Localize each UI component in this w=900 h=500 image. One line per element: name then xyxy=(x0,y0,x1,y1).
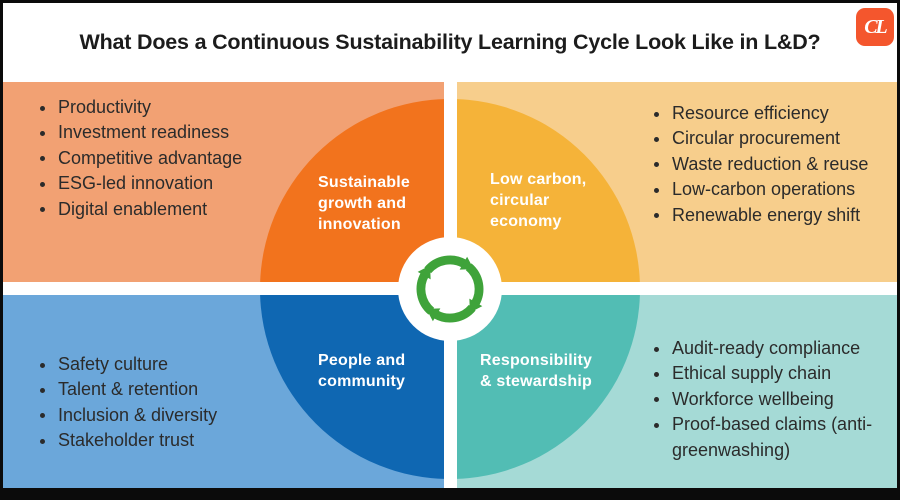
list-item: Proof-based claims (anti-greenwashing) xyxy=(654,412,884,463)
list-item: Ethical supply chain xyxy=(654,361,884,386)
brand-logo: CL xyxy=(856,8,894,46)
label-people-community: People and community xyxy=(318,350,405,392)
list-item: Competitive advantage xyxy=(40,146,242,171)
list-item: Inclusion & diversity xyxy=(40,403,217,428)
list-item: Circular procurement xyxy=(654,126,868,151)
label-line: & stewardship xyxy=(480,373,592,390)
list-item: Waste reduction & reuse xyxy=(654,152,868,177)
quadrant-responsibility xyxy=(457,295,897,488)
list-item: Investment readiness xyxy=(40,120,242,145)
list-responsibility: Audit-ready compliance Ethical supply ch… xyxy=(654,336,884,463)
list-item: Audit-ready compliance xyxy=(654,336,884,361)
list-item: Talent & retention xyxy=(40,377,217,402)
label-line: circular xyxy=(490,192,550,209)
list-low-carbon: Resource efficiency Circular procurement… xyxy=(654,101,868,228)
label-line: People and xyxy=(318,352,406,369)
label-sustainable-growth: Sustainable growth and innovation xyxy=(318,172,410,235)
quadrant-sustainable-growth xyxy=(3,82,444,282)
list-item: Renewable energy shift xyxy=(654,203,868,228)
page-title: What Does a Continuous Sustainability Le… xyxy=(79,30,821,54)
quadrant-people-community xyxy=(3,295,444,488)
infographic-canvas: What Does a Continuous Sustainability Le… xyxy=(3,3,897,488)
list-item: Resource efficiency xyxy=(654,101,868,126)
list-sustainable-growth: Productivity Investment readiness Compet… xyxy=(40,95,242,222)
label-line: community xyxy=(318,373,406,390)
list-item: Workforce wellbeing xyxy=(654,387,884,412)
recycle-cycle-arrows-icon xyxy=(406,255,494,333)
quadrant-low-carbon xyxy=(457,82,897,282)
label-line: Low carbon, xyxy=(490,171,587,188)
list-item: Safety culture xyxy=(40,352,217,377)
label-line: economy xyxy=(490,213,562,230)
label-low-carbon: Low carbon, circular economy xyxy=(490,169,586,232)
list-item: ESG-led innovation xyxy=(40,171,242,196)
label-line: Sustainable xyxy=(318,174,411,191)
list-item: Stakeholder trust xyxy=(40,428,217,453)
label-line: growth and xyxy=(318,195,407,212)
label-line: innovation xyxy=(318,216,401,233)
list-item: Low-carbon operations xyxy=(654,177,868,202)
list-item: Productivity xyxy=(40,95,242,120)
center-hub-circle xyxy=(398,237,502,341)
list-people-community: Safety culture Talent & retention Inclus… xyxy=(40,352,217,454)
label-line: Responsibility xyxy=(480,352,593,369)
list-item: Digital enablement xyxy=(40,197,242,222)
label-responsibility: Responsibility & stewardship xyxy=(480,350,592,392)
